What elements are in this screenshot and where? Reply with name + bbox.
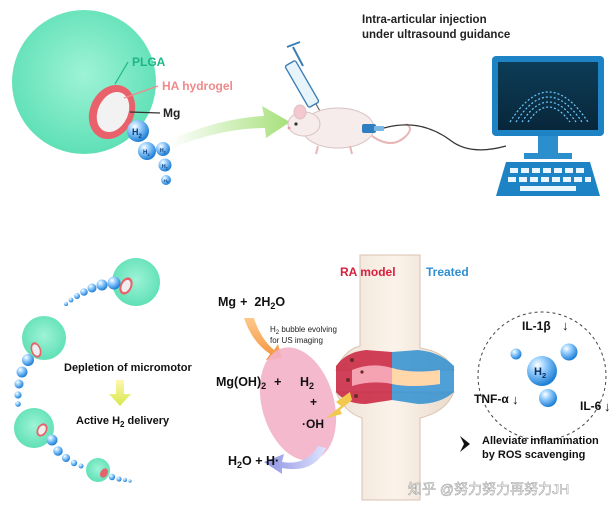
- reaction-plus-3: +: [310, 395, 317, 409]
- treated-label: Treated: [426, 265, 469, 279]
- ra-model-label: RA model: [340, 265, 396, 279]
- il1b-label: IL-1β: [522, 319, 551, 333]
- reaction-product-oh: ·OH: [302, 417, 324, 431]
- joint-illustration: [335, 254, 455, 501]
- watermark-text: 知乎 @努力努力再努力JH: [408, 481, 569, 497]
- mg-core: [96, 91, 130, 133]
- tnfa-label: TNF-α: [474, 392, 509, 406]
- reaction-final: H2O + H·: [228, 454, 279, 470]
- cytokine-bubble: [560, 343, 578, 361]
- cytokine-h2-text: H2: [534, 366, 546, 380]
- plga-label: PLGA: [132, 55, 166, 69]
- delivery-label: Active H2 delivery: [76, 415, 170, 429]
- ultrasound-monitor-icon: [492, 56, 604, 196]
- h2-bubble: [156, 142, 170, 156]
- il1b-down-arrow: ↓: [562, 318, 569, 333]
- h2-bubble: [158, 158, 172, 172]
- micromotor-2: [22, 316, 66, 360]
- hydrogel-label: HA hydrogel: [162, 79, 233, 93]
- result-line2: by ROS scavenging: [482, 449, 585, 461]
- cytokine-circle: [477, 311, 607, 441]
- bubble-note-line2: for US imaging: [270, 336, 323, 345]
- hydrogel-leader-line: [123, 85, 159, 99]
- tnfa-down-arrow: ↓: [512, 392, 519, 407]
- cytokine-bubble: [510, 348, 522, 360]
- chevron-right-icon: [460, 436, 470, 452]
- reaction-arrow-1: [244, 318, 282, 360]
- syringe-icon: [284, 41, 327, 123]
- h2-text-small: H2: [143, 150, 150, 157]
- reaction-reactants: Mg+2H2O: [218, 295, 285, 311]
- result-line1: Alleviate inflammation: [482, 435, 599, 447]
- h2-bubble: [138, 142, 156, 160]
- micromotor-3: [14, 408, 54, 448]
- h2-text-small: H2: [162, 164, 168, 171]
- injection-label-line2: under ultrasound guidance: [362, 29, 510, 41]
- h2-text: H2: [132, 127, 143, 140]
- ultrasound-probe-icon: [362, 124, 507, 151]
- bubble-note-line1: H2 bubble evolving: [270, 325, 337, 336]
- micromotor-trajectory: [14, 258, 160, 483]
- h2-bubble: [161, 175, 171, 185]
- h2-text-small: H2: [160, 148, 166, 155]
- depletion-label: Depletion of micromotor: [64, 362, 192, 374]
- il6-label: IL-6: [580, 399, 602, 413]
- top-curved-arrow: [170, 106, 290, 148]
- h2-text-small: H2: [164, 178, 169, 184]
- plga-leader-line: [114, 61, 129, 85]
- reaction-product-h2: H2: [300, 375, 314, 391]
- joint-arrow: [326, 392, 352, 418]
- down-arrow: [109, 380, 131, 406]
- h2-bubble: [127, 120, 149, 142]
- cytokine-bubble: [539, 389, 557, 407]
- mg-leader-line: [129, 111, 161, 114]
- mg-label: Mg: [163, 106, 180, 120]
- injection-label-line1: Intra-articular injection: [362, 14, 487, 26]
- cytokine-h2-bubble: [527, 356, 557, 386]
- ros-ellipse: [259, 347, 337, 461]
- reaction-arrow-2: [264, 446, 326, 474]
- top-h2-bubbles: H2 H2 H2 H2 H2: [127, 120, 172, 185]
- il6-down-arrow: ↓: [604, 399, 611, 414]
- reaction-product-mgoh: Mg(OH)2+: [216, 375, 281, 391]
- mouse-icon: [287, 104, 411, 155]
